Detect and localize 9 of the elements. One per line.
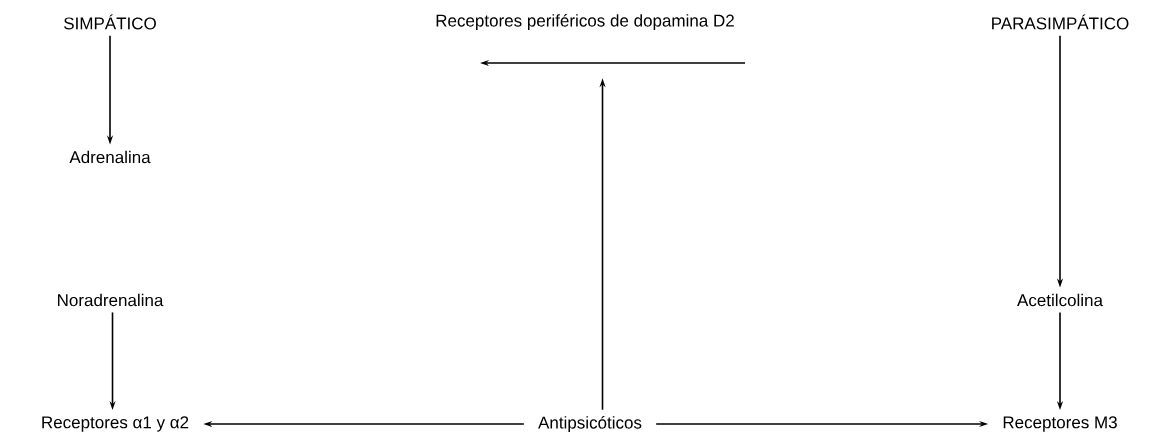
node-label: Acetilcolina <box>1017 293 1103 307</box>
node-label: Receptores M3 <box>1003 416 1117 432</box>
node-label: Noradrenalina <box>58 293 164 307</box>
node-label: Receptores α1 y α2 <box>42 416 189 432</box>
node-label: SIMPÁTICO <box>64 14 156 30</box>
node-label: Antipsicóticos <box>538 415 642 432</box>
node-label: Adrenalina <box>69 150 151 164</box>
node-label: Receptores periféricos de dopamina D2 <box>436 13 734 30</box>
node-label: PARASIMPÁTICO <box>992 14 1129 30</box>
